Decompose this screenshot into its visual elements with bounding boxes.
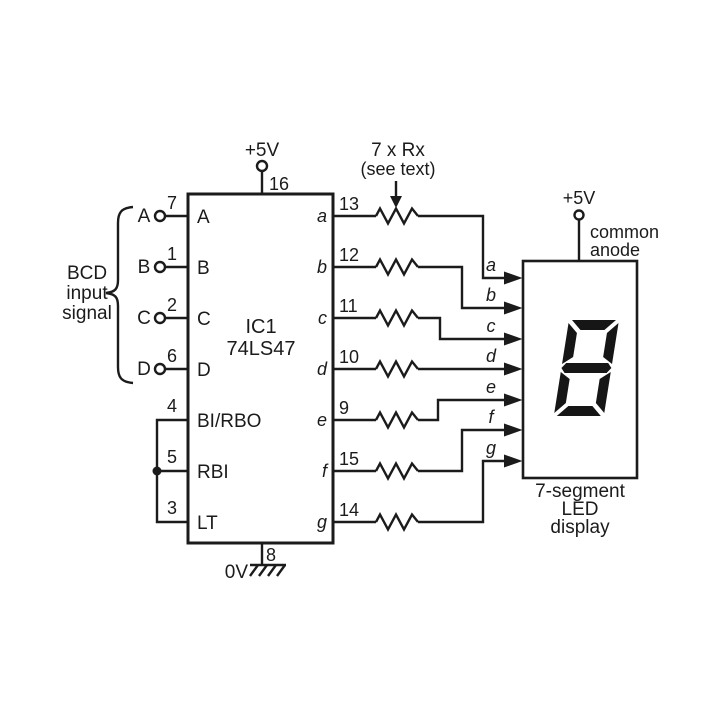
output-port-label: a [317, 206, 327, 226]
segment-arrowheads [504, 271, 523, 468]
control-bracket-wires [152, 418, 188, 524]
common-anode-line1: common [590, 222, 659, 242]
control-port-label: BI/RBO [197, 411, 261, 432]
output-port-label: d [317, 359, 328, 379]
control-pin-number: 4 [167, 396, 177, 416]
display-caption-line: 7-segment [535, 481, 625, 502]
display-supply-wire [573, 209, 585, 261]
ic-supply-label: +5V [245, 140, 280, 161]
input-terminal-icon [153, 311, 167, 325]
resistor-note-line2: (see text) [360, 159, 435, 179]
arrowhead-icon [504, 393, 523, 407]
resistor-icon [374, 205, 419, 227]
segment-routing-wires [418, 214, 505, 524]
ic-ref: IC1 [245, 316, 276, 338]
output-port-label: e [317, 410, 327, 430]
bcd-input-wires [153, 209, 188, 376]
input-terminal-icon [153, 362, 167, 376]
bcd-label-line: BCD [67, 263, 107, 284]
output-pin-number: 10 [339, 347, 359, 367]
output-port-label: c [318, 308, 327, 328]
input-pin-number: 2 [167, 295, 177, 315]
ic-port-label: D [197, 360, 211, 381]
output-pin-number: 12 [339, 245, 359, 265]
arrowhead-icon [504, 301, 523, 315]
segment-input-label: a [486, 255, 496, 275]
control-pin-number: 5 [167, 447, 177, 467]
bcd-brace-icon [105, 205, 134, 385]
bcd-label-line: input [66, 283, 108, 304]
input-terminal-label: D [137, 359, 151, 380]
segment-input-label: d [486, 346, 497, 366]
ic-port-label: B [197, 258, 210, 279]
supply-terminal-icon [255, 159, 269, 173]
input-terminal-label: C [137, 308, 151, 329]
resistor-note-arrow-icon [390, 181, 402, 208]
segment-input-label: b [486, 285, 496, 305]
arrowhead-icon [504, 423, 523, 437]
arrowhead-icon [504, 271, 523, 285]
ic-port-label: C [197, 309, 211, 330]
ic-ground-pin: 8 [266, 545, 276, 565]
resistor-icon [374, 409, 419, 431]
ground-icon [249, 563, 286, 577]
input-terminal-label: B [138, 257, 151, 278]
resistor-note-line1: 7 x Rx [371, 140, 425, 161]
display-supply-label: +5V [563, 188, 596, 208]
control-pin-number: 3 [167, 498, 177, 518]
input-terminal-label: A [138, 206, 151, 227]
output-port-label: b [317, 257, 327, 277]
output-pin-number: 14 [339, 500, 359, 520]
control-port-label: LT [197, 513, 218, 534]
output-pin-number: 11 [339, 296, 358, 316]
arrowhead-icon [504, 454, 523, 468]
display-caption-line: display [550, 517, 610, 538]
resistor-icon [374, 256, 419, 278]
output-port-label: f [322, 461, 329, 481]
segment-input-label: g [486, 438, 496, 458]
ic-body [186, 192, 335, 545]
supply-terminal-icon [573, 209, 585, 221]
input-pin-number: 1 [167, 244, 177, 264]
seven-segment-digit-icon [554, 320, 619, 416]
ic-supply-pin: 16 [269, 174, 289, 194]
common-anode-line2: anode [590, 240, 640, 260]
resistor-icon [374, 511, 419, 533]
input-terminal-icon [153, 209, 167, 223]
segment-input-label: e [486, 377, 496, 397]
segment-input-label: f [488, 407, 495, 427]
output-pin-number: 15 [339, 449, 359, 469]
arrowhead-icon [504, 332, 523, 346]
ic-ground-label: 0V [225, 562, 249, 583]
output-pin-number: 9 [339, 398, 349, 418]
bcd-label-line: signal [62, 303, 112, 324]
resistor-icon [374, 460, 419, 482]
resistor-icon [374, 358, 419, 380]
junction-dot-icon [152, 466, 162, 476]
input-terminal-icon [153, 260, 167, 274]
output-wires [333, 214, 376, 524]
input-pin-number: 7 [167, 193, 177, 213]
arrowhead-icon [504, 362, 523, 376]
ic-ground-wire [249, 543, 286, 577]
resistor-icons [374, 205, 419, 533]
ic-supply-wire [255, 159, 269, 194]
segment-input-label: c [487, 316, 496, 336]
output-port-label: g [317, 512, 327, 532]
display-caption-line: LED [562, 499, 599, 520]
control-port-label: RBI [197, 462, 229, 483]
output-pin-number: 13 [339, 194, 359, 214]
ic-port-label: A [197, 207, 210, 228]
resistor-icon [374, 307, 419, 329]
input-pin-number: 6 [167, 346, 177, 366]
ic-part: 74LS47 [227, 338, 296, 360]
